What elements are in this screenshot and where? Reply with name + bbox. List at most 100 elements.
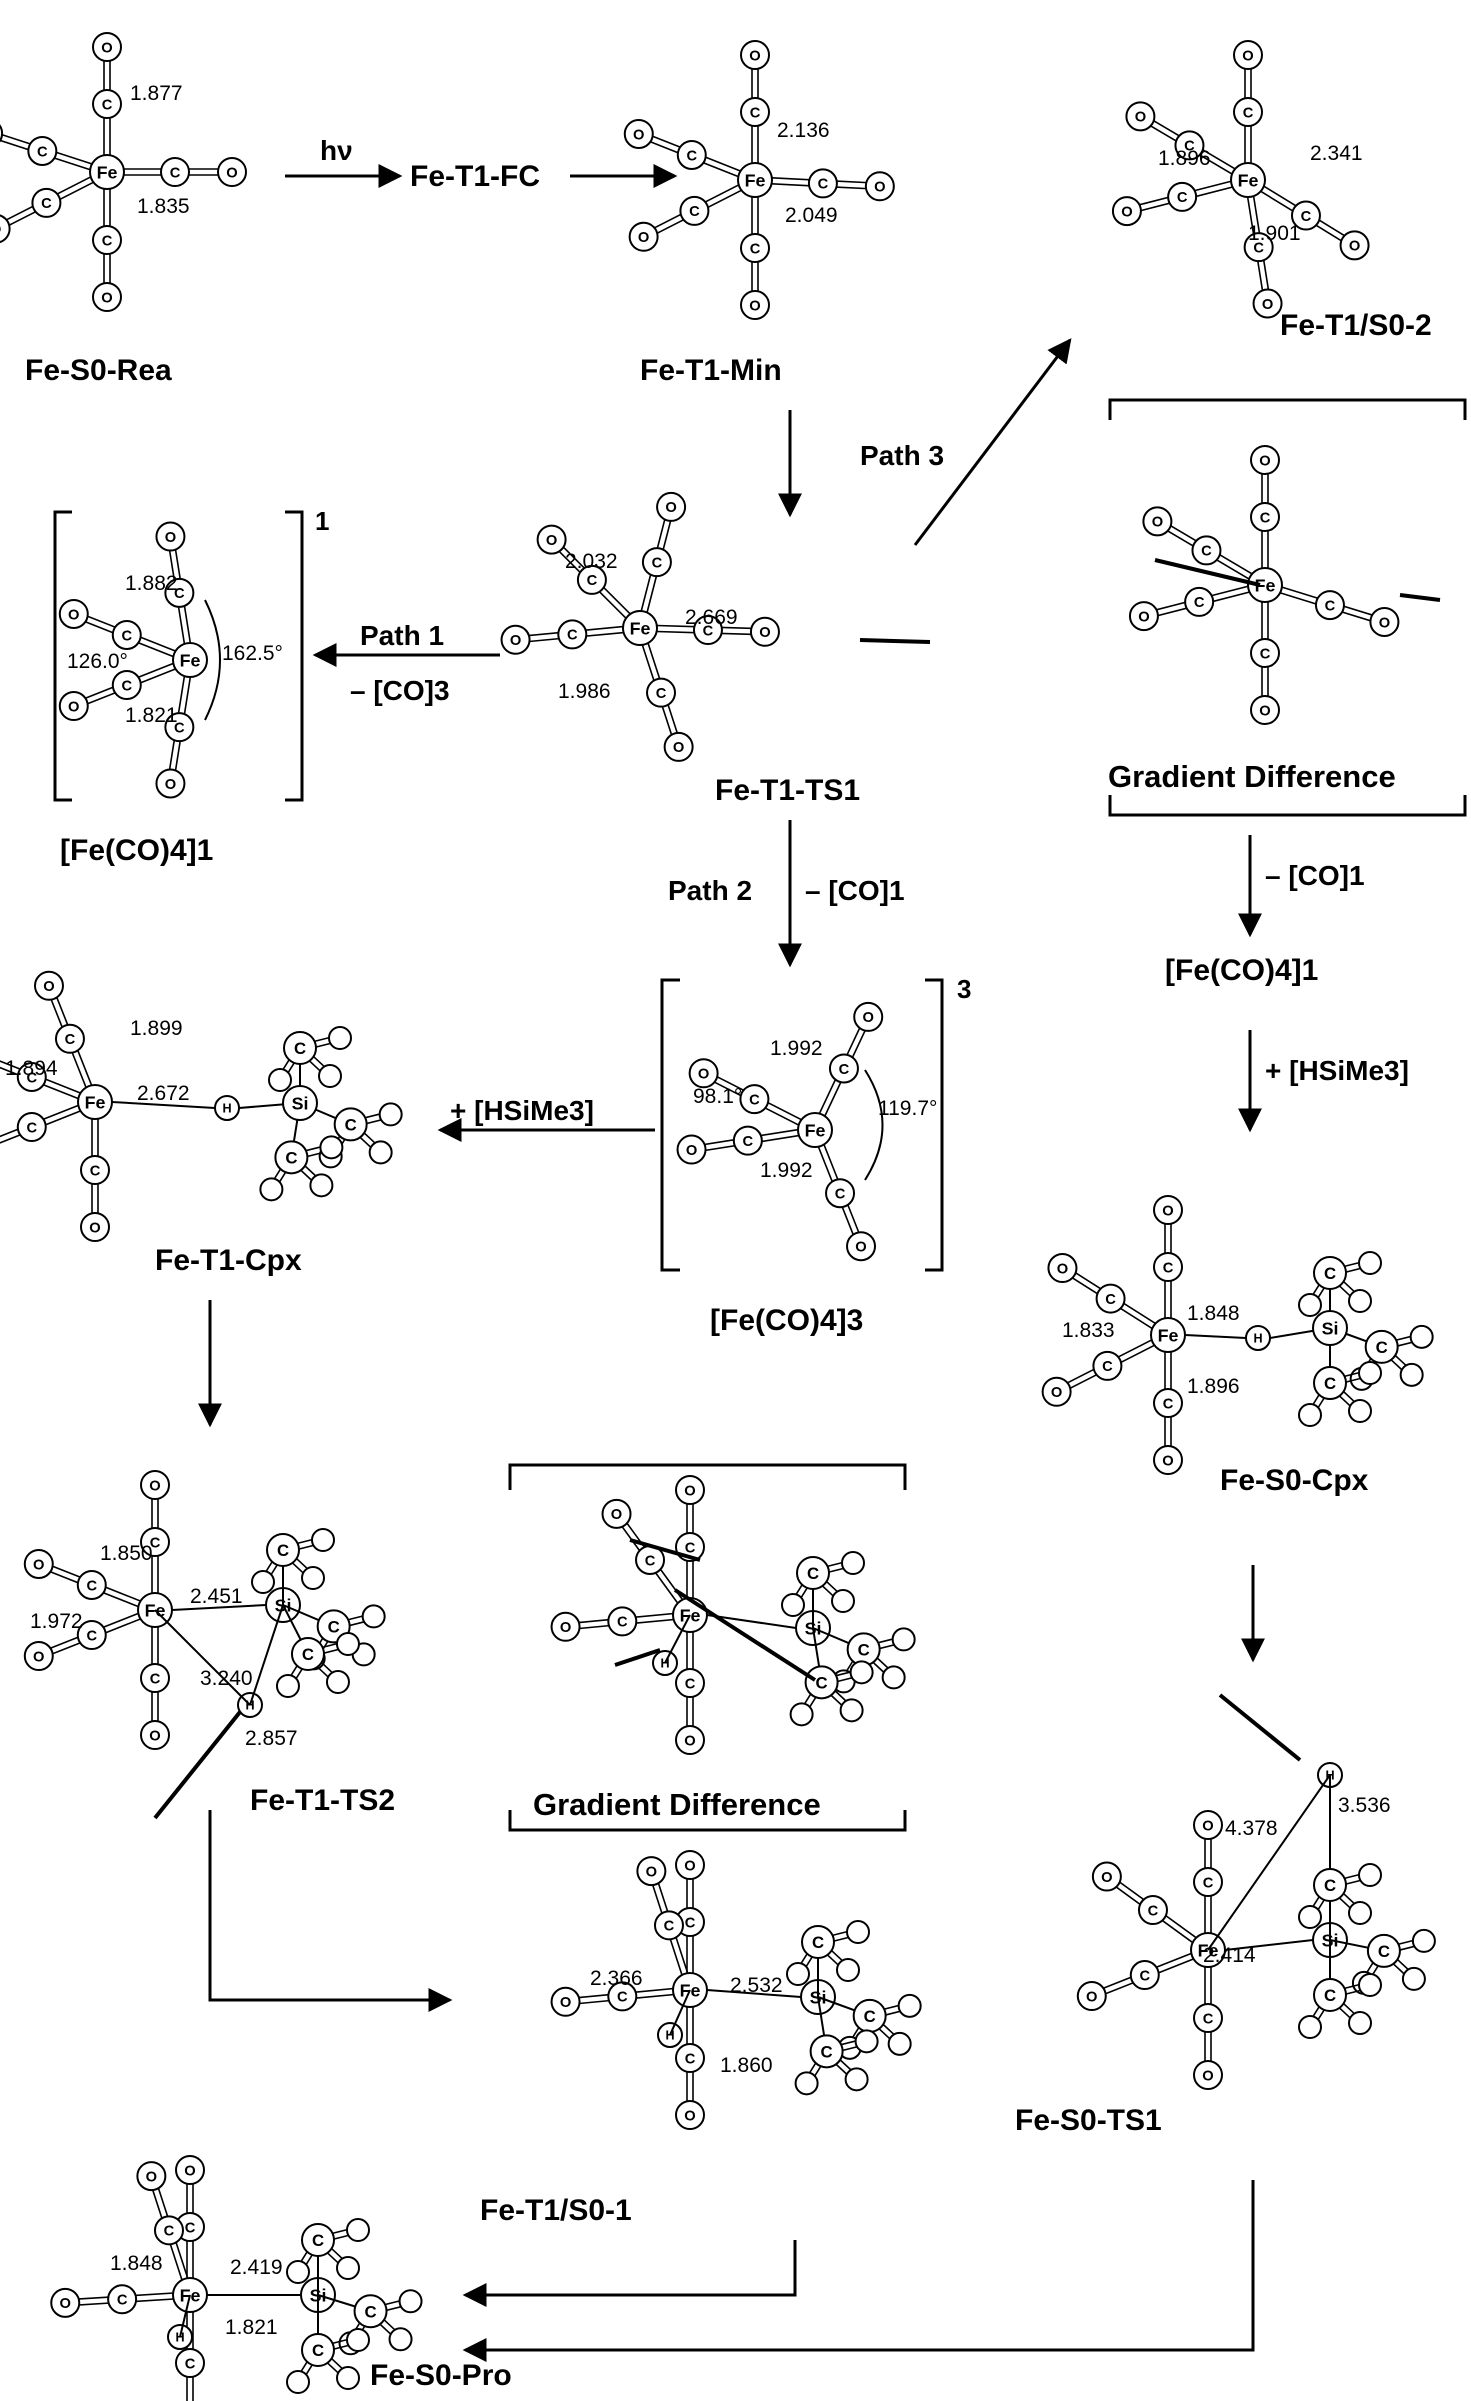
- carbon-atom: C: [1174, 130, 1205, 161]
- label-add-hsime3-left: + [HSiMe3]: [450, 1095, 594, 1126]
- oxygen-atom: O: [740, 40, 770, 70]
- svg-text:O: O: [560, 1620, 571, 1636]
- hydrogen-atom: [286, 2370, 310, 2394]
- svg-text:O: O: [1051, 1385, 1062, 1401]
- label-fe-s0-ts1: Fe-S0-TS1: [1015, 2104, 1162, 2137]
- svg-text:C: C: [364, 2302, 376, 2321]
- distance: 2.451: [190, 1585, 243, 1608]
- label-fe-t1-s0-2: Fe-T1/S0-2: [1280, 309, 1432, 342]
- svg-text:C: C: [807, 1564, 819, 1583]
- svg-text:C: C: [685, 1676, 696, 1692]
- reaction-arrows: [198, 164, 1265, 2362]
- carbon-atom: C: [1095, 1283, 1126, 1314]
- carbon-atom: C: [1233, 97, 1263, 127]
- label-path1-loss: – [CO]3: [350, 675, 450, 706]
- svg-text:C: C: [617, 1990, 628, 2006]
- gd-vector-sts1: [1218, 1693, 1302, 1762]
- svg-text:C: C: [1184, 139, 1195, 155]
- svg-text:C: C: [1148, 1903, 1159, 1919]
- svg-text:C: C: [170, 165, 181, 181]
- bracket-gd-top-upper: [1108, 398, 1467, 420]
- svg-text:H: H: [175, 2331, 184, 2345]
- svg-text:C: C: [1324, 1876, 1336, 1895]
- hydrogen-atom: [335, 1632, 360, 1657]
- svg-text:C: C: [345, 1115, 357, 1134]
- svg-text:O: O: [1262, 297, 1273, 313]
- svg-text:O: O: [863, 1010, 874, 1026]
- distance: 3.536: [1338, 1794, 1391, 1817]
- carbon-atom: C: [27, 135, 58, 166]
- label-right-loss: – [CO]1: [1265, 860, 1365, 891]
- carbon-atom: C: [828, 1053, 859, 1084]
- distance: 1.860: [720, 2054, 773, 2077]
- svg-text:Fe: Fe: [97, 162, 118, 182]
- oxygen-atom: O: [80, 1212, 110, 1242]
- svg-text:H: H: [660, 1657, 669, 1671]
- carbon-atom: C: [679, 195, 710, 226]
- svg-text:O: O: [60, 2296, 71, 2312]
- svg-text:O: O: [43, 979, 54, 995]
- oxygen-atom: O: [23, 1641, 54, 1672]
- oxygen-atom: O: [1193, 1810, 1223, 1840]
- svg-text:C: C: [277, 1541, 289, 1560]
- oxygen-atom: O: [0, 214, 11, 244]
- svg-text:O: O: [665, 500, 676, 516]
- svg-text:C: C: [685, 2051, 696, 2067]
- svg-text:C: C: [818, 177, 829, 193]
- carbon-atom: C: [1366, 1933, 1401, 1968]
- svg-text:H: H: [665, 2029, 674, 2043]
- label-path2: Path 2: [668, 875, 752, 906]
- carbon-atom: C: [1313, 1868, 1347, 1902]
- gd-vector-mid-3: [614, 1648, 661, 1667]
- svg-text:Fe: Fe: [1198, 1940, 1219, 1960]
- svg-text:O: O: [149, 1728, 160, 1744]
- oxygen-atom: O: [155, 521, 186, 552]
- svg-text:C: C: [617, 1615, 628, 1631]
- oxygen-atom: O: [1076, 1981, 1107, 2012]
- svg-text:O: O: [684, 1483, 695, 1499]
- svg-text:O: O: [101, 40, 112, 56]
- svg-text:C: C: [37, 144, 48, 160]
- bracket-triplet-close: [925, 978, 944, 1272]
- distance: 2.672: [137, 1082, 190, 1105]
- oxygen-atom: O: [1111, 196, 1142, 227]
- carbon-atom: C: [16, 1061, 47, 1092]
- label-fe-s0-cpx: Fe-S0-Cpx: [1220, 1464, 1369, 1497]
- svg-text:O: O: [1242, 48, 1253, 64]
- distance: 1.833: [1062, 1319, 1115, 1342]
- svg-text:C: C: [150, 1535, 161, 1551]
- oxygen-atom: O: [688, 1058, 719, 1089]
- oxygen-atom: O: [1250, 445, 1280, 475]
- carbon-atom: C: [1153, 1252, 1183, 1282]
- svg-text:C: C: [86, 1628, 97, 1644]
- carbon-atom: C: [92, 225, 122, 255]
- arrow-sts1-to-pro: [462, 2180, 1255, 2362]
- gd-vector-top-2: [1399, 593, 1441, 602]
- svg-text:O: O: [759, 625, 770, 641]
- hydrogen-atom: H: [1245, 1325, 1271, 1351]
- iron-atom: Fe: [622, 610, 658, 646]
- oxygen-atom: O: [675, 2100, 705, 2130]
- svg-text:H: H: [245, 1699, 254, 1713]
- oxygen-atom: O: [92, 282, 122, 312]
- hydrogen-atom: [786, 1962, 810, 1986]
- carbon-atom: C: [852, 1998, 887, 2033]
- oxygen-atom: O: [846, 1231, 877, 1262]
- svg-text:O: O: [68, 699, 79, 715]
- carbon-atom: C: [1313, 1366, 1347, 1400]
- carbon-atom: C: [290, 1637, 325, 1672]
- distance: 1.848: [110, 2252, 163, 2275]
- distance: 1.835: [137, 195, 190, 218]
- svg-text:O: O: [638, 230, 649, 246]
- carbon-atom: C: [607, 1606, 638, 1637]
- svg-text:O: O: [33, 1649, 44, 1665]
- svg-text:O: O: [1101, 1870, 1112, 1886]
- label-fe-s0-rea: Fe-S0-Rea: [25, 354, 172, 387]
- oxygen-atom: O: [1091, 1861, 1122, 1892]
- svg-text:C: C: [839, 1062, 850, 1078]
- bond: [706, 1614, 797, 1629]
- oxygen-atom: O: [1153, 1195, 1183, 1225]
- oxygen-atom: O: [1153, 1445, 1183, 1475]
- svg-text:C: C: [174, 586, 185, 602]
- distance: 2.857: [245, 1727, 298, 1750]
